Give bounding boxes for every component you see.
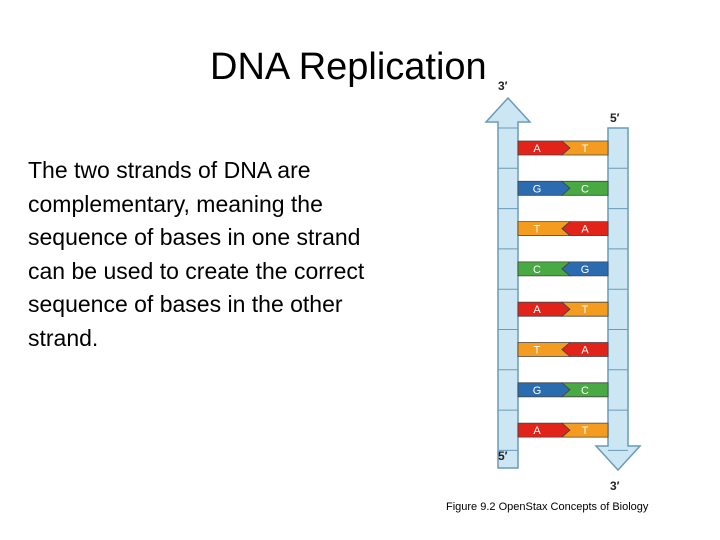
right-base-label: G	[581, 264, 590, 276]
left-strand-top-end-label: 3′	[498, 79, 508, 93]
right-base-label: T	[582, 143, 589, 155]
left-strand-bottom-end-label: 5′	[498, 449, 508, 463]
left-base-label: C	[533, 264, 541, 276]
left-base-shape	[518, 383, 570, 397]
slide-body-text: The two strands of DNA are complementary…	[28, 154, 388, 355]
right-strand-arrow	[596, 128, 640, 470]
right-base-label: T	[582, 304, 589, 316]
figure-caption: Figure 9.2 OpenStax Concepts of Biology	[446, 500, 706, 514]
right-base-label: C	[581, 183, 589, 195]
left-base-label: T	[534, 224, 541, 236]
left-base-label: G	[533, 385, 542, 397]
left-base-label: A	[533, 143, 541, 155]
right-strand-bottom-end-label: 3′	[610, 479, 620, 493]
left-base-label: A	[533, 304, 541, 316]
left-base-shape	[518, 302, 570, 316]
left-base-shape	[518, 181, 570, 195]
left-base-shape	[518, 423, 570, 437]
right-strand-top-end-label: 5′	[610, 111, 620, 125]
left-base-label: A	[533, 425, 541, 437]
right-base-label: A	[581, 345, 589, 357]
left-base-label: G	[533, 183, 542, 195]
right-base-label: A	[581, 224, 589, 236]
right-base-label: T	[582, 425, 589, 437]
left-base-shape	[518, 141, 570, 155]
left-base-label: T	[534, 345, 541, 357]
slide-title: DNA Replication	[210, 44, 510, 90]
right-base-label: C	[581, 385, 589, 397]
